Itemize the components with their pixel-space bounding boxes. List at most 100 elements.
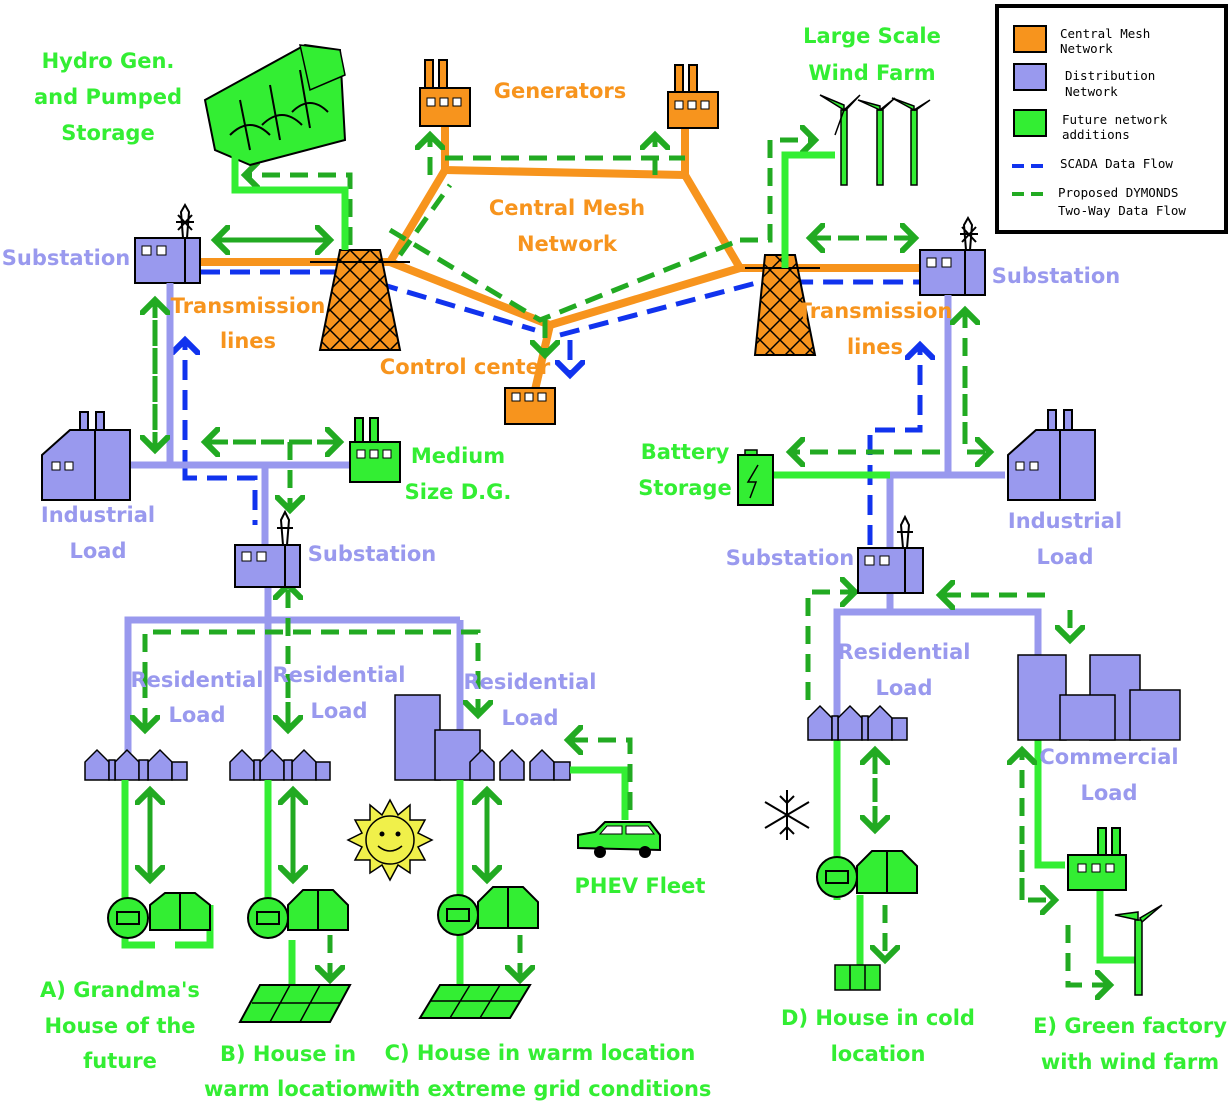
building-cluster-c-icon	[394, 694, 571, 781]
green-factory-icon	[1067, 827, 1127, 891]
battery-label-1: Battery	[641, 440, 730, 464]
house-cluster-b-icon	[229, 748, 331, 781]
legend-swatch-future	[1013, 109, 1047, 137]
battery-label-2: Storage	[638, 476, 731, 500]
substation-left-label: Substation	[2, 246, 130, 270]
snowflake-icon	[764, 790, 810, 840]
generator-left-icon	[419, 59, 471, 127]
house-cluster-a-icon	[84, 748, 188, 781]
solar-panel-b-icon	[238, 984, 352, 1023]
hydro-dam-icon	[203, 43, 347, 167]
storage-unit-icon	[834, 964, 881, 991]
case-e-label-2: with wind farm	[1041, 1050, 1219, 1074]
case-e-label-1: E) Green factory	[1033, 1014, 1227, 1038]
wind-label-1: Large Scale	[803, 24, 941, 48]
legend-distribution-1: Distribution	[1065, 68, 1155, 83]
industrial-right-label-1: Industrial	[1008, 509, 1122, 533]
legend-future-2: additions	[1062, 127, 1130, 142]
central-mesh-label-2: Network	[517, 232, 618, 256]
res3-label-2: Load	[501, 706, 558, 730]
legend-scada: SCADA Data Flow	[1060, 156, 1173, 171]
res1-label-1: Residential	[131, 668, 264, 692]
dymonds-mesh-flows	[215, 135, 915, 355]
transmission-right-label-2: lines	[847, 335, 903, 359]
wind-label-2: Wind Farm	[808, 61, 935, 85]
substation-mid-right-label: Substation	[726, 546, 854, 570]
home-a-icon	[107, 892, 211, 939]
battery-icon	[737, 449, 774, 506]
commercial-label-1: Commercial	[1039, 745, 1178, 769]
transmission-tower-right-icon	[745, 254, 820, 356]
legend-dymonds-2: Two-Way Data Flow	[1058, 203, 1186, 218]
res4-label-1: Residential	[838, 640, 971, 664]
central-mesh-label-1: Central Mesh	[489, 196, 645, 220]
substation-left-icon	[134, 202, 201, 284]
hydro-label-1: Hydro Gen.	[42, 49, 175, 73]
home-c-icon	[437, 886, 539, 936]
medium-dg-icon	[349, 417, 401, 483]
case-a-label-3: future	[83, 1049, 157, 1073]
hydro-label-3: Storage	[61, 121, 154, 145]
sun-icon	[346, 798, 434, 882]
medium-dg-label-2: Size D.G.	[405, 480, 512, 504]
legend-dymonds-1: Proposed DYMONDS	[1058, 185, 1178, 200]
hydro-feed	[231, 150, 349, 250]
res2-label-1: Residential	[273, 663, 406, 687]
wind-farm-icon	[819, 94, 931, 186]
solar-panel-c-icon	[418, 984, 532, 1019]
phev-car-icon	[577, 821, 661, 858]
substation-mid-left-icon	[234, 509, 301, 588]
medium-dg-label-1: Medium	[411, 444, 505, 468]
legend-future-1: Future network	[1062, 112, 1168, 127]
transmission-tower-left-icon	[310, 249, 410, 351]
case-c-label-1: C) House in warm location	[385, 1041, 696, 1065]
case-d-label-2: location	[831, 1042, 926, 1066]
right-distribution	[770, 295, 1140, 985]
control-center-label: Control center	[380, 355, 551, 379]
phev-label: PHEV Fleet	[575, 874, 706, 898]
transmission-left-label-1: Transmission	[171, 294, 326, 318]
industrial-left-label-1: Industrial	[41, 503, 155, 527]
labels: Hydro Gen. and Pumped Storage Generators…	[2, 24, 1227, 1101]
res2-label-2: Load	[310, 699, 367, 723]
res3-label-1: Residential	[464, 670, 597, 694]
legend: Central Mesh Network Distribution Networ…	[995, 4, 1228, 234]
case-d-label-1: D) House in cold	[781, 1006, 975, 1030]
case-b-label-1: B) House in	[220, 1042, 356, 1066]
commercial-label-2: Load	[1080, 781, 1137, 805]
transmission-right-label-1: Transmission	[798, 299, 953, 323]
industrial-right-icon	[1007, 409, 1096, 501]
legend-swatch-distribution	[1013, 63, 1047, 91]
left-distribution	[124, 283, 478, 760]
case-c-label-2: with extreme grid conditions	[369, 1077, 712, 1101]
industrial-right-label-2: Load	[1036, 545, 1093, 569]
wind-feed	[781, 151, 835, 268]
substation-right-label: Substation	[992, 264, 1120, 288]
substation-mid-right-icon	[857, 514, 924, 594]
factory-wind-turbine-icon	[1114, 904, 1163, 996]
case-b-label-2: warm location	[204, 1077, 372, 1101]
home-b-icon	[247, 889, 349, 939]
substation-mid-left-label: Substation	[308, 542, 436, 566]
legend-central-1: Central Mesh	[1060, 26, 1150, 41]
transmission-left-label-2: lines	[220, 329, 276, 353]
case-a-label-1: A) Grandma's	[40, 978, 200, 1002]
legend-central-2: Network	[1060, 41, 1113, 56]
res1-label-2: Load	[168, 703, 225, 727]
home-d-icon	[816, 850, 918, 898]
substation-right-icon	[919, 215, 986, 296]
legend-distribution-2: Network	[1065, 84, 1118, 99]
control-center-icon	[504, 387, 556, 425]
house-cluster-d-icon	[807, 704, 908, 741]
commercial-buildings-icon	[1017, 654, 1181, 741]
generators-label: Generators	[494, 79, 627, 103]
res4-label-2: Load	[875, 676, 932, 700]
industrial-left-label-2: Load	[69, 539, 126, 563]
hydro-label-2: and Pumped	[34, 85, 182, 109]
industrial-left-icon	[41, 411, 131, 501]
legend-swatch-central	[1013, 25, 1047, 53]
generator-right-icon	[667, 64, 719, 129]
case-a-label-2: House of the	[44, 1014, 195, 1038]
